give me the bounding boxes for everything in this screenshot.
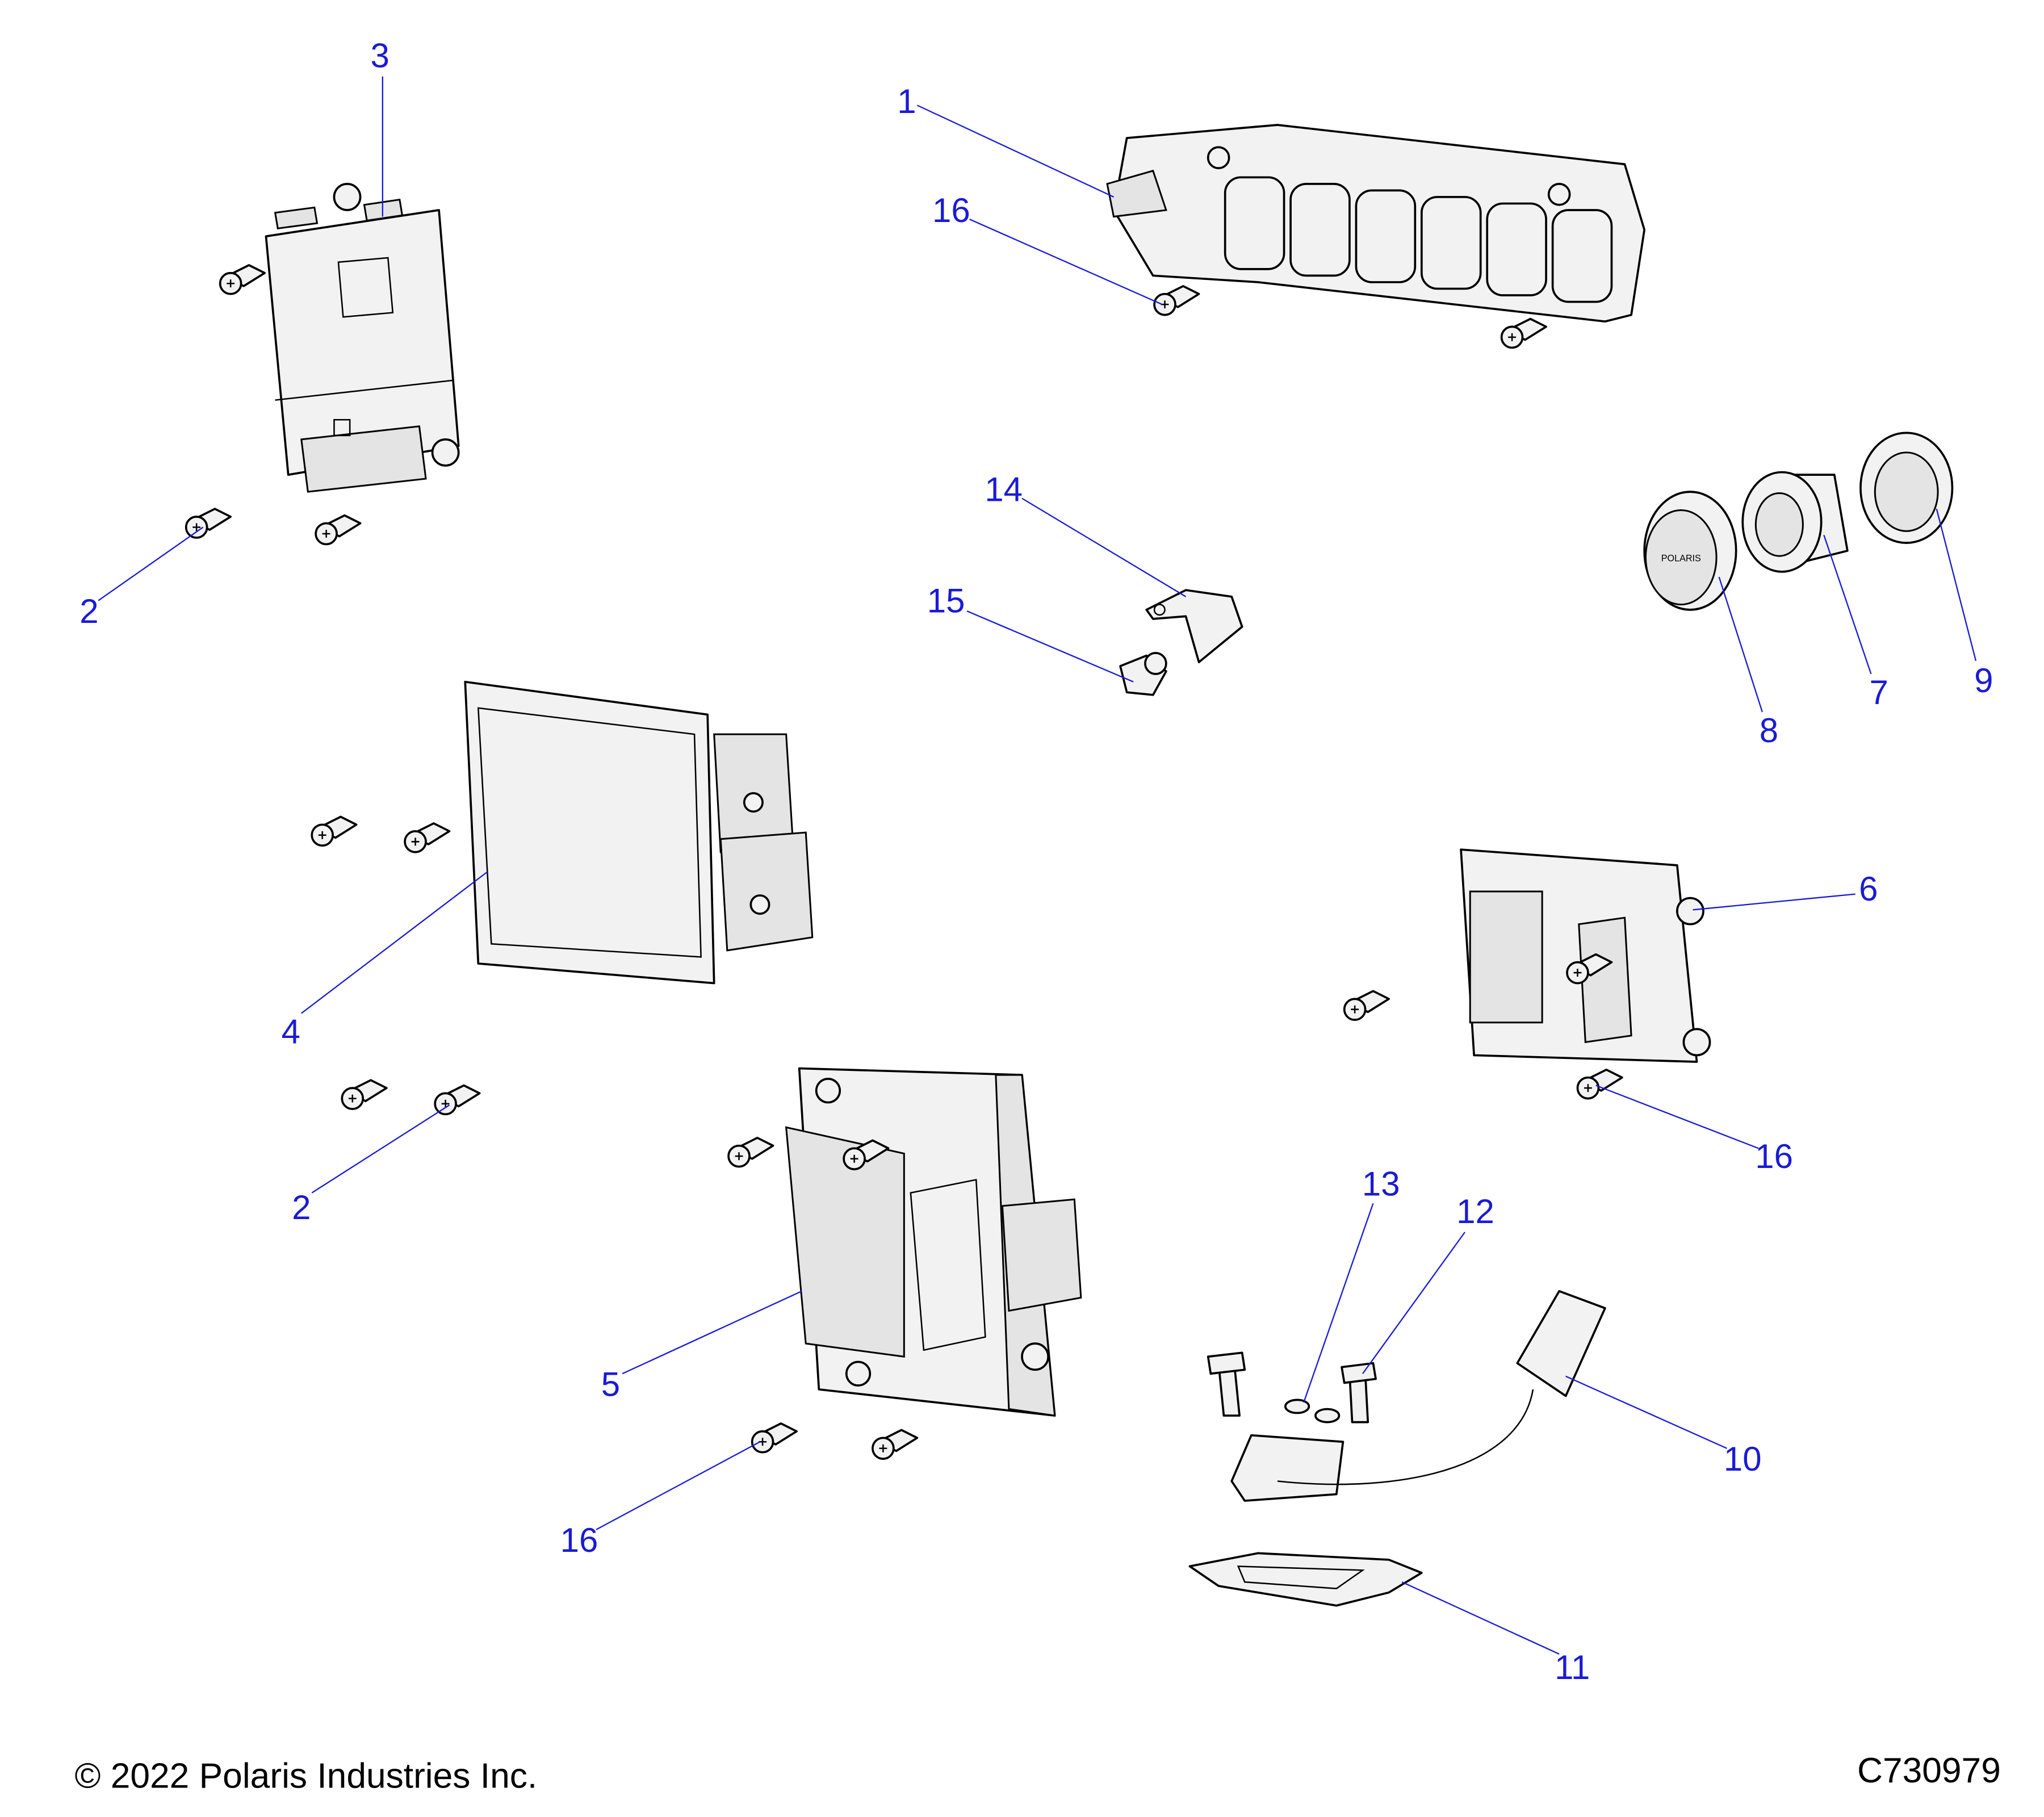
screw-icon (751, 1422, 798, 1454)
callout-15: 15 (927, 581, 965, 619)
callout-16: 16 (1755, 1137, 1793, 1175)
screw-icon (1576, 1069, 1623, 1100)
screw-icon (311, 815, 358, 847)
relay-connectors (1224, 176, 1613, 303)
callout-16: 16 (932, 191, 970, 229)
part-6-module (1460, 848, 1711, 1063)
screw-icon (872, 1429, 919, 1460)
callout-2: 2 (79, 592, 98, 630)
part-15-nut (1119, 652, 1167, 696)
screw-icon (341, 1079, 388, 1110)
callout-14: 14 (985, 470, 1023, 508)
part-4-ecu (464, 680, 814, 985)
screw-icon (185, 508, 232, 539)
part-10-sensor-harness (1230, 1290, 1606, 1502)
part-9-retaining-nut (1859, 432, 1954, 544)
leader-lines (98, 76, 1977, 1655)
screw-icon (727, 1137, 774, 1168)
screw-icon (1500, 317, 1547, 349)
callout-7: 7 (1870, 673, 1888, 711)
screw-icon (404, 822, 451, 853)
part-8-outlet-cap: POLARIS (1643, 491, 1737, 611)
drawing-number: C730979 (1857, 1751, 2001, 1790)
callout-3: 3 (371, 36, 389, 74)
callout-10: 10 (1724, 1440, 1762, 1478)
part-14-bracket (1145, 589, 1243, 663)
callout-11: 11 (1555, 1648, 1590, 1686)
callout-12: 12 (1456, 1192, 1494, 1230)
part-12-13-bolts-washers (1207, 1351, 1377, 1424)
callout-8: 8 (1760, 711, 1778, 750)
callout-9: 9 (1974, 662, 1993, 700)
screw-icon (315, 514, 362, 546)
callout-4: 4 (282, 1013, 300, 1051)
callout-16: 16 (560, 1521, 598, 1559)
part-1-power-distribution-block (1106, 124, 1645, 323)
part-3-control-module (265, 183, 460, 493)
part-7-outlet-socket (1741, 471, 1849, 573)
screw-icon (219, 264, 266, 295)
part-11-gasket (1188, 1552, 1423, 1607)
screw-icon (1153, 285, 1200, 316)
copyright-text: © 2022 Polaris Industries Inc. (75, 1756, 538, 1795)
callout-6: 6 (1859, 870, 1878, 908)
cap-logo: POLARIS (1661, 553, 1701, 563)
part-5-ecu (785, 1067, 1082, 1417)
callout-1: 1 (897, 82, 916, 120)
callout-2: 2 (292, 1188, 311, 1226)
callout-13: 13 (1362, 1165, 1400, 1203)
callout-5: 5 (601, 1365, 620, 1403)
screw-icon (1343, 990, 1390, 1021)
